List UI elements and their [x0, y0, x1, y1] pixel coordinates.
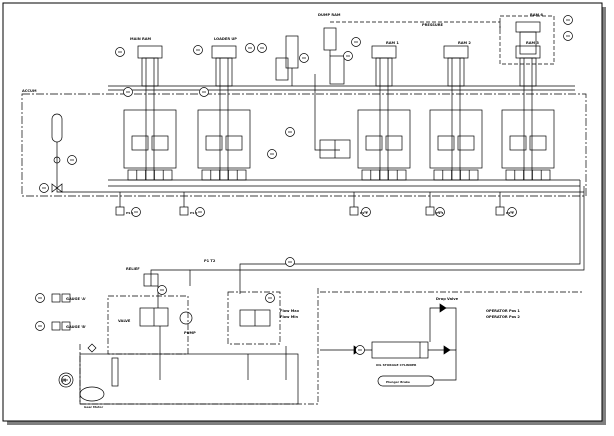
sequence-valve — [329, 55, 345, 85]
valve-block — [123, 109, 177, 169]
main-ram-label: MAIN RAM — [130, 37, 152, 41]
valve-left — [437, 135, 455, 151]
cylinder-barrel — [447, 57, 465, 87]
storage-check2 — [443, 345, 451, 355]
cylinder-barrel — [141, 57, 159, 87]
pump-line-b — [150, 269, 190, 286]
ps3-label: PS 3 — [360, 211, 368, 215]
diagram-frame — [2, 2, 603, 422]
gear-motor-label: Gear Motor — [84, 405, 104, 409]
valve-block — [429, 109, 483, 169]
ps1-label: PS 1 — [126, 211, 134, 215]
ps5-label: PS 5 — [506, 211, 514, 215]
valve-left — [205, 135, 223, 151]
pressure-label: PRESSURE — [422, 23, 444, 27]
valve-block — [501, 109, 555, 169]
pump-label: PUMP — [184, 331, 196, 335]
cylinder-barrel — [519, 57, 537, 87]
accumulator-gauge — [53, 156, 61, 164]
ram6-label: RAM 6 — [530, 13, 543, 17]
labels: MAIN RAM LOADER UP DUMP RAM RAM 1 RAM 2 … — [22, 13, 543, 409]
drop-check — [439, 303, 447, 313]
line-label: P1 T2 — [204, 259, 216, 263]
valve-right — [225, 135, 243, 151]
motor-label: M — [62, 378, 66, 383]
gauge-b-label: GAUGE 'B' — [66, 325, 86, 329]
gauge-a-label: GAUGE 'A' — [66, 297, 86, 301]
solenoid-valve — [201, 169, 247, 181]
flow-max-label: Flow Max — [280, 309, 300, 313]
dump-pilot — [314, 74, 340, 151]
accum-label: ACCUM — [22, 89, 37, 93]
solenoid-valve — [433, 169, 479, 181]
operator-note1: OPERATOR Pos 1 — [486, 309, 520, 313]
valve-left — [365, 135, 383, 151]
flow-enclosure — [227, 291, 281, 345]
schematic-lines — [21, 15, 587, 405]
ps4-label: PS 4 — [436, 211, 444, 215]
valve-block — [357, 109, 411, 169]
valve-left — [509, 135, 527, 151]
gauge-symbols — [51, 293, 71, 331]
valve-right — [529, 135, 547, 151]
loader-up-label: LOADER UP — [214, 37, 237, 41]
pump-circle — [179, 311, 193, 325]
ram6-enclosure — [499, 15, 555, 65]
pressure-switches — [115, 192, 505, 216]
operator-note2: OPERATOR Pos 2 — [486, 315, 520, 319]
cylinder-barrel — [375, 57, 393, 87]
pump-motor — [79, 386, 105, 402]
valve-right — [457, 135, 475, 151]
tank-breather — [87, 343, 97, 353]
accumulator-valve — [51, 183, 63, 193]
storage-out-line — [428, 349, 457, 381]
relief-label: RELIEF — [126, 267, 140, 271]
plunger-brake — [377, 375, 435, 387]
solenoid-valve — [505, 169, 551, 181]
valve-block — [197, 109, 251, 169]
return-line — [189, 186, 585, 286]
valve-right — [151, 135, 169, 151]
flow-min-label: Flow Min — [280, 315, 299, 319]
cylinder-barrel — [215, 57, 233, 87]
cylinders — [123, 21, 555, 181]
valve-label: VALVE — [118, 319, 131, 323]
solenoid-valve — [127, 169, 173, 181]
tank-line — [239, 180, 581, 294]
ps2-label: PS 2 — [190, 211, 198, 215]
motor-circle — [58, 372, 74, 388]
dump-check-valve — [275, 57, 289, 81]
indicator-markers — [35, 15, 573, 385]
solenoid-valve — [361, 169, 407, 181]
plunger-brake-label: Plunger Brake — [386, 380, 410, 384]
valve-left — [131, 135, 149, 151]
ram2-label: RAM 2 — [458, 41, 471, 45]
tank — [79, 353, 299, 405]
valve-right — [385, 135, 403, 151]
drop-valve-label: Drop Valve — [436, 297, 459, 301]
accumulator-line — [56, 142, 95, 193]
tank-sight-glass — [111, 357, 119, 387]
dump-ram-label: DUMP RAM — [318, 13, 341, 17]
control-enclosure — [21, 93, 587, 197]
ram6-barrel — [519, 31, 537, 55]
ram3-label: RAM 3 — [526, 41, 539, 45]
ram1-label: RAM 1 — [386, 41, 399, 45]
storage-cylinder-label: OIL STORAGE CYLINDER — [376, 363, 417, 367]
